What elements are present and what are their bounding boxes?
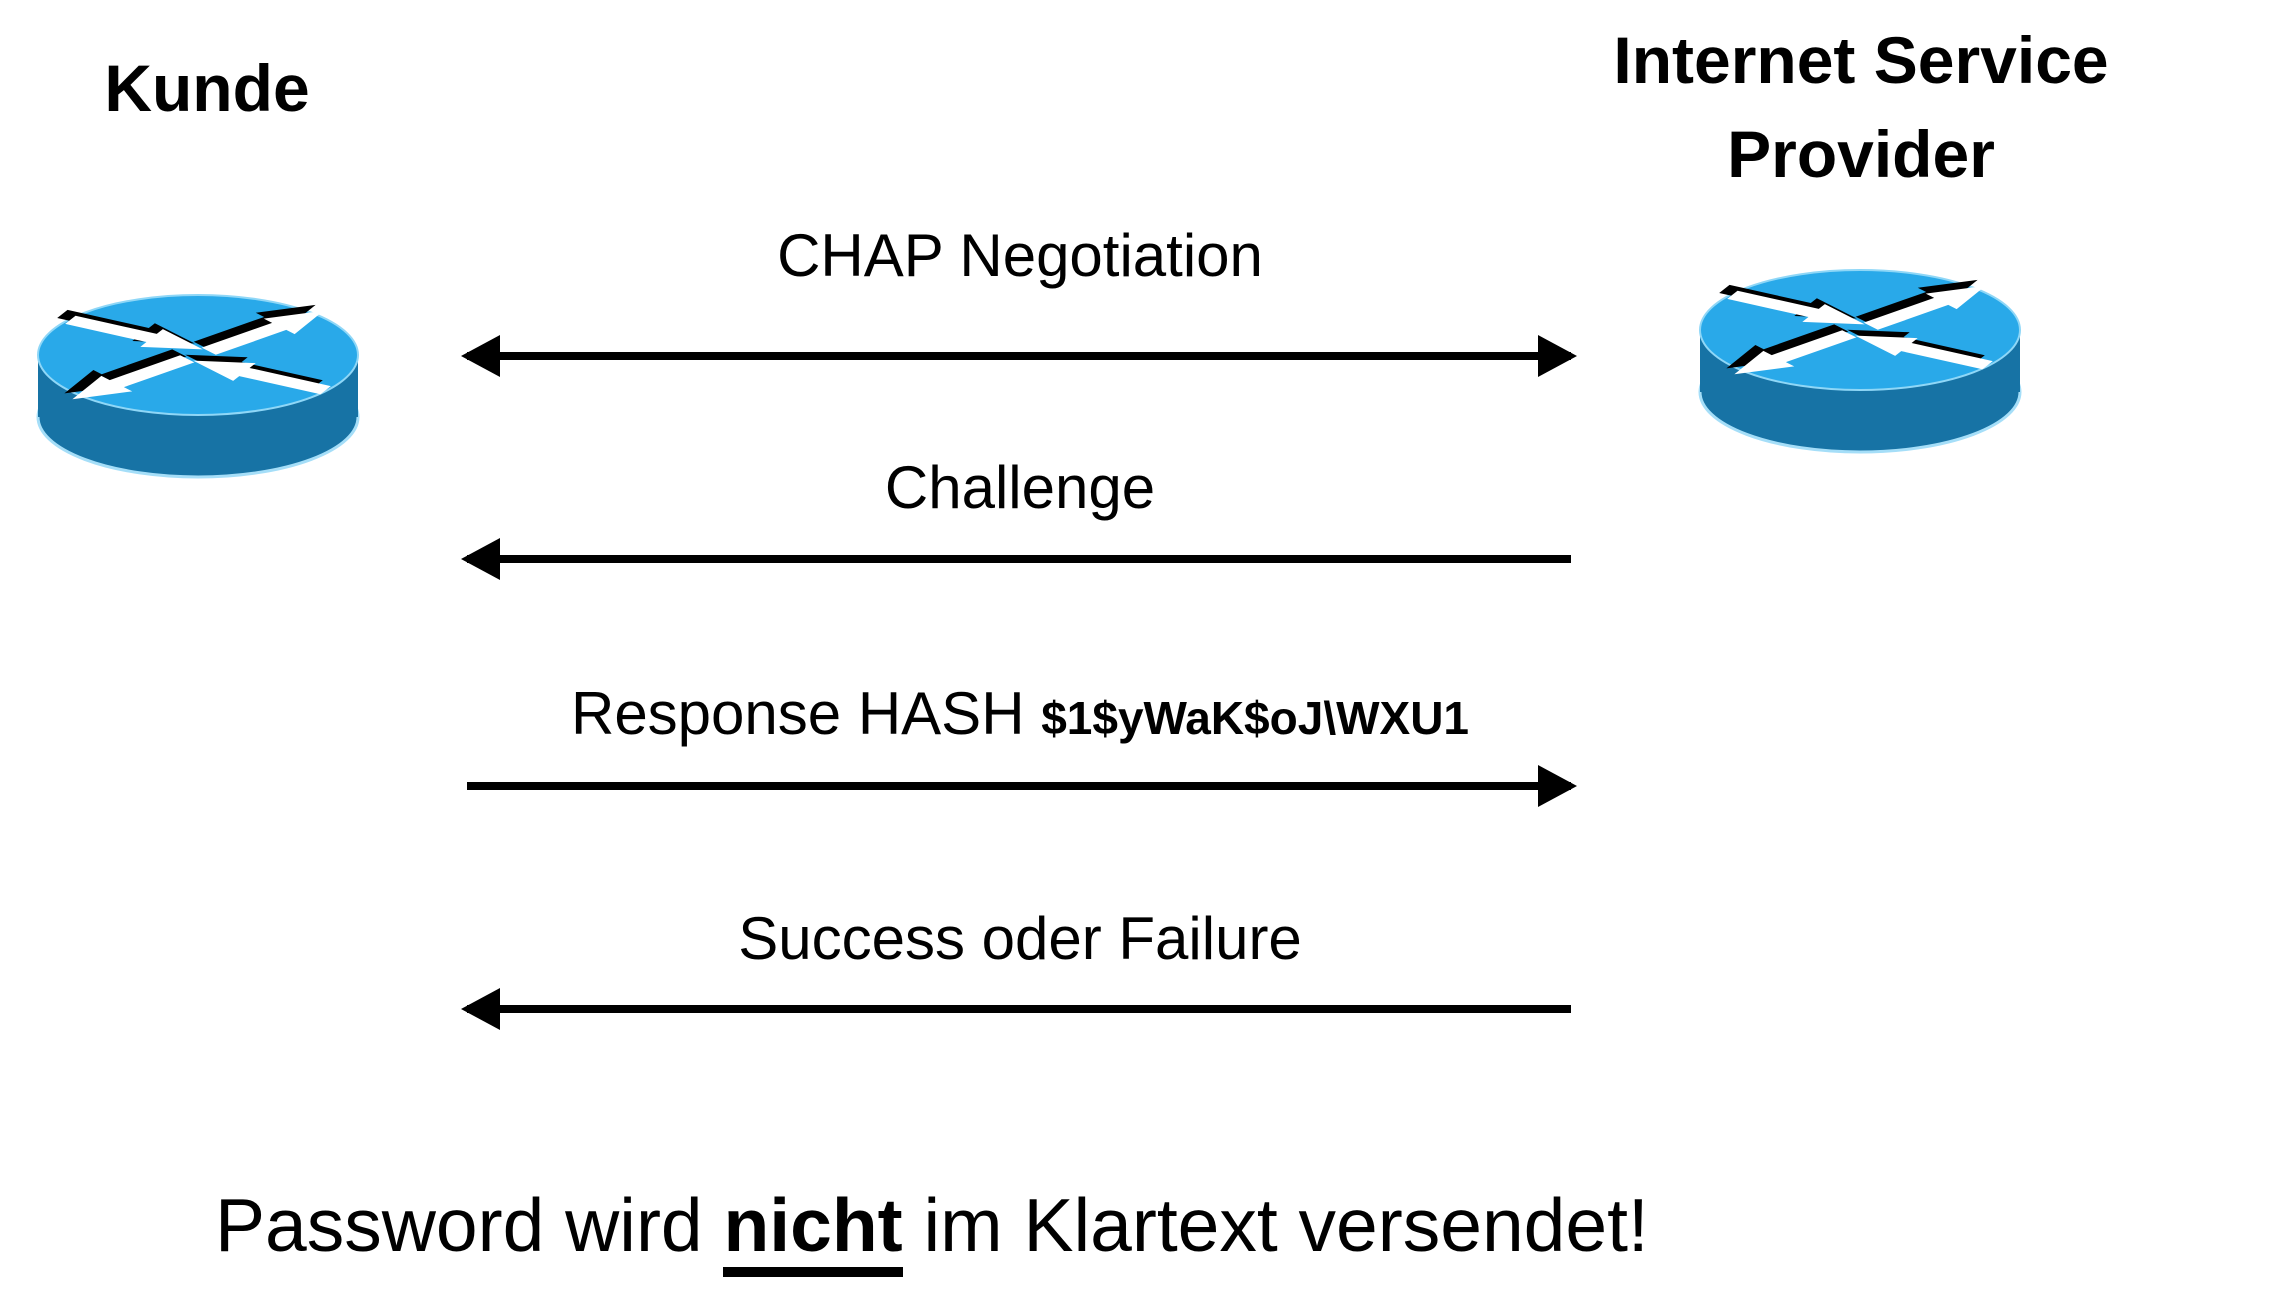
arrow-chap-negotiation-bidirectional	[461, 334, 1577, 378]
router-icon-isp	[1695, 256, 2025, 458]
arrowhead-right-icon	[1538, 335, 1577, 377]
arrow-shaft	[467, 1005, 1571, 1013]
response-hash-text: Response HASH	[570, 680, 1042, 747]
arrow-challenge-leftward	[461, 537, 1575, 581]
router-icon-customer	[33, 281, 363, 483]
isp-node-title: Internet Service Provider	[1613, 23, 2109, 191]
arrow-shaft	[467, 555, 1571, 563]
message-label-success-failure: Success oder Failure	[738, 905, 1302, 972]
footer-emphasis-nicht: nicht	[723, 1188, 903, 1277]
arrow-shaft	[467, 352, 1571, 360]
arrowhead-right-icon	[1538, 765, 1577, 807]
footer-suffix: im Klartext versendet!	[902, 1183, 1649, 1267]
message-label-chap-negotiation: CHAP Negotiation	[777, 222, 1263, 289]
message-label-response-hash: Response HASH $1$yWaK$oJ\WXU1	[460, 678, 1580, 750]
footer-note: Password wird nicht im Klartext versende…	[215, 1180, 1649, 1277]
footer-prefix: Password wird	[215, 1183, 724, 1267]
hash-value: $1$yWaK$oJ\WXU1	[1041, 692, 1469, 744]
arrow-response-rightward	[463, 764, 1577, 808]
arrow-success-failure-leftward	[461, 987, 1575, 1031]
customer-node-title: Kunde	[104, 51, 310, 125]
arrow-shaft	[467, 782, 1571, 790]
message-label-challenge: Challenge	[884, 454, 1156, 521]
